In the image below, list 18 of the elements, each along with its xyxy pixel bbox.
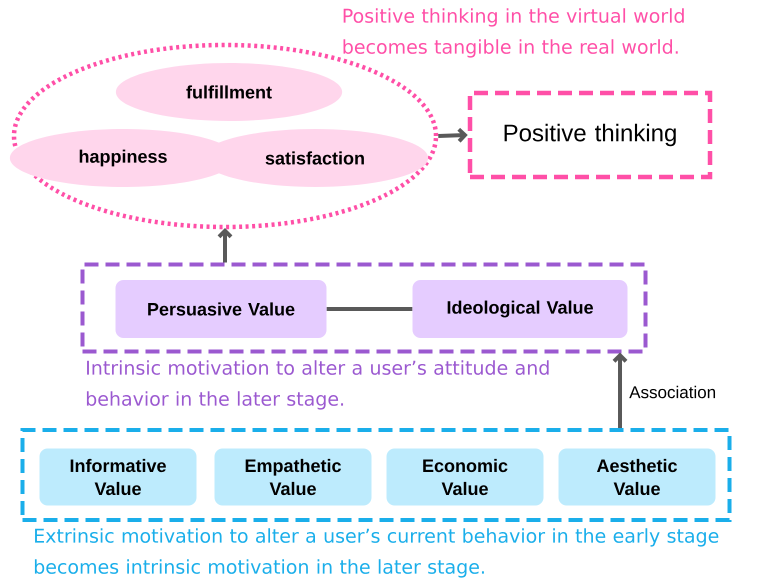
node-label: satisfaction bbox=[266, 151, 364, 165]
result-box: Positive thinking bbox=[468, 90, 712, 180]
arrow bbox=[438, 128, 468, 143]
value-box: Ideological Value bbox=[412, 280, 628, 338]
node-label: happiness bbox=[80, 150, 167, 166]
group-box bbox=[80, 262, 648, 354]
value-box: Economic Value bbox=[386, 448, 544, 506]
node-label: Intrinsic motivation to alter a user’s attitude and behavior in the later stage. bbox=[86, 360, 549, 410]
value-box: Informative Value bbox=[40, 448, 196, 506]
value-box: Persuasive Value bbox=[116, 280, 326, 338]
edge-label: Association bbox=[628, 384, 718, 400]
arrow bbox=[612, 352, 628, 428]
arrow bbox=[218, 228, 232, 262]
caption: Positive thinking in the virtual world becomes tangible in the real world. bbox=[344, 8, 684, 58]
value-box: Empathetic Value bbox=[214, 448, 372, 506]
group-box bbox=[20, 428, 732, 522]
value-box: Aesthetic Value bbox=[558, 448, 716, 506]
node-label: Extrinsic motivation to alter a user’s current behavior in the early stage becomes intrinsic motivation in the later stage. bbox=[34, 528, 718, 578]
